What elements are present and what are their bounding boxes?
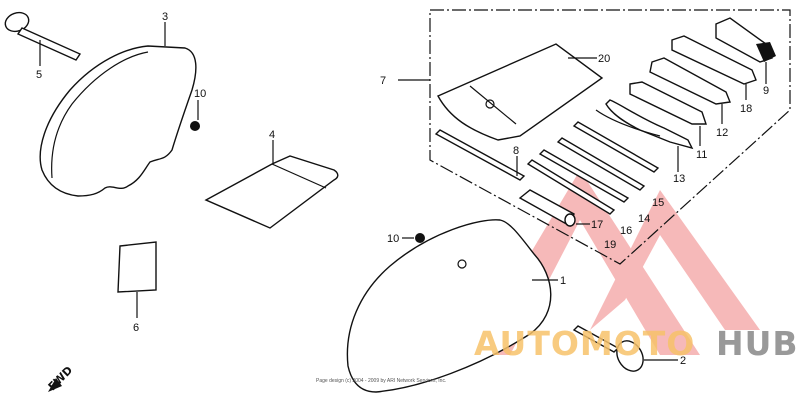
part-12-wrench[interactable] — [649, 57, 731, 124]
callout-16[interactable]: 16 — [620, 225, 632, 237]
watermark-text-automoto: AUTOMOTO — [474, 324, 696, 363]
part-10-grommet-lower[interactable] — [415, 233, 425, 243]
callout-8[interactable]: 8 — [513, 145, 519, 157]
part-9-plug-wrench[interactable] — [715, 17, 776, 84]
part-4-label[interactable] — [204, 140, 339, 229]
callout-12[interactable]: 12 — [716, 127, 728, 139]
part-7-tool-kit-frame[interactable] — [398, 9, 791, 265]
callout-6[interactable]: 6 — [133, 322, 139, 334]
part-18-box-wrench[interactable] — [671, 35, 757, 100]
callout-1[interactable]: 1 — [560, 275, 566, 287]
part-19-bar[interactable] — [526, 159, 616, 215]
part-1-right-cover[interactable] — [346, 219, 558, 393]
callout-9[interactable]: 9 — [763, 85, 769, 97]
callout-3[interactable]: 3 — [162, 11, 168, 23]
part-11-wrench[interactable] — [629, 81, 707, 146]
part-13-pliers[interactable] — [595, 99, 694, 172]
callout-19[interactable]: 19 — [604, 239, 616, 251]
callout-18[interactable]: 18 — [740, 103, 752, 115]
part-5-knob-screw[interactable] — [3, 9, 82, 66]
part-15-screwdriver[interactable] — [572, 121, 660, 173]
part-2-knob-screw[interactable] — [572, 325, 678, 376]
callout-7[interactable]: 7 — [380, 75, 386, 87]
part-6-small-label[interactable] — [117, 241, 157, 293]
part-3-left-cover[interactable] — [39, 22, 197, 197]
callout-11[interactable]: 11 — [696, 149, 707, 161]
callout-10-lower[interactable]: 10 — [387, 233, 399, 245]
part-17-handle[interactable] — [518, 189, 590, 228]
callout-14[interactable]: 14 — [638, 213, 650, 225]
fwd-arrow-icon — [48, 378, 62, 392]
part-14-screwdriver[interactable] — [556, 137, 646, 191]
callout-5[interactable]: 5 — [36, 69, 42, 81]
callout-17[interactable]: 17 — [591, 219, 603, 231]
part-20-tool-bag[interactable] — [437, 43, 604, 141]
callout-13[interactable]: 13 — [673, 173, 685, 185]
callout-20[interactable]: 20 — [598, 53, 610, 65]
copyright-notice: Page design (c) 2004 - 2009 by ARI Netwo… — [316, 378, 447, 384]
part-10-grommet-top[interactable] — [190, 121, 200, 131]
callout-2[interactable]: 2 — [680, 355, 686, 367]
watermark-text-hub: HUB — [716, 324, 799, 363]
callout-4[interactable]: 4 — [269, 129, 275, 141]
callout-15[interactable]: 15 — [652, 197, 664, 209]
part-8-bar[interactable] — [434, 129, 526, 181]
callout-10-top[interactable]: 10 — [194, 88, 206, 100]
part-16-screwdriver-grip[interactable] — [538, 149, 630, 203]
